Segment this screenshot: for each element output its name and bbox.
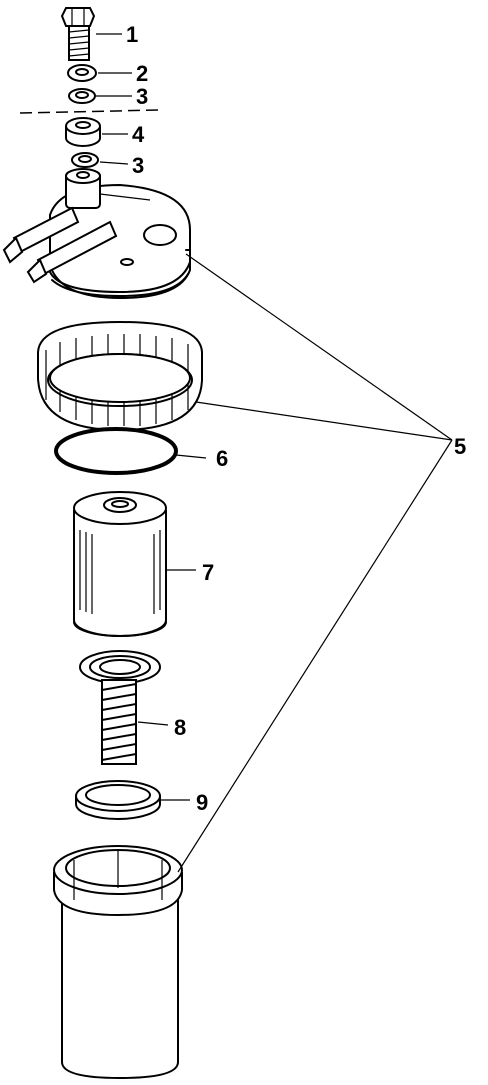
spacer-part [65,117,101,147]
callout-6: 6 [216,446,228,471]
spring-part [79,650,161,765]
ring-nut-part [37,320,203,432]
callout-9: 9 [196,790,208,815]
callout-3-upper: 3 [136,84,148,109]
callout-8: 8 [174,715,186,740]
lock-washer-part [67,64,97,82]
callout-4: 4 [132,122,145,147]
callout-3-lower: 3 [132,153,144,178]
callout-1: 1 [126,22,138,47]
gasket-part [75,780,161,820]
o-ring-part [54,427,178,475]
washer-upper-part [68,88,96,104]
callout-2: 2 [136,61,148,86]
filter-bowl-part [53,845,183,1080]
dashed-separator [19,109,161,114]
leader-lines [96,33,453,873]
callout-5: 5 [454,434,466,459]
bolt-part [60,7,96,61]
callout-7: 7 [202,560,214,585]
filter-head-part [2,168,191,300]
filter-cartridge-part [73,491,167,637]
washer-lower-part [71,152,99,168]
